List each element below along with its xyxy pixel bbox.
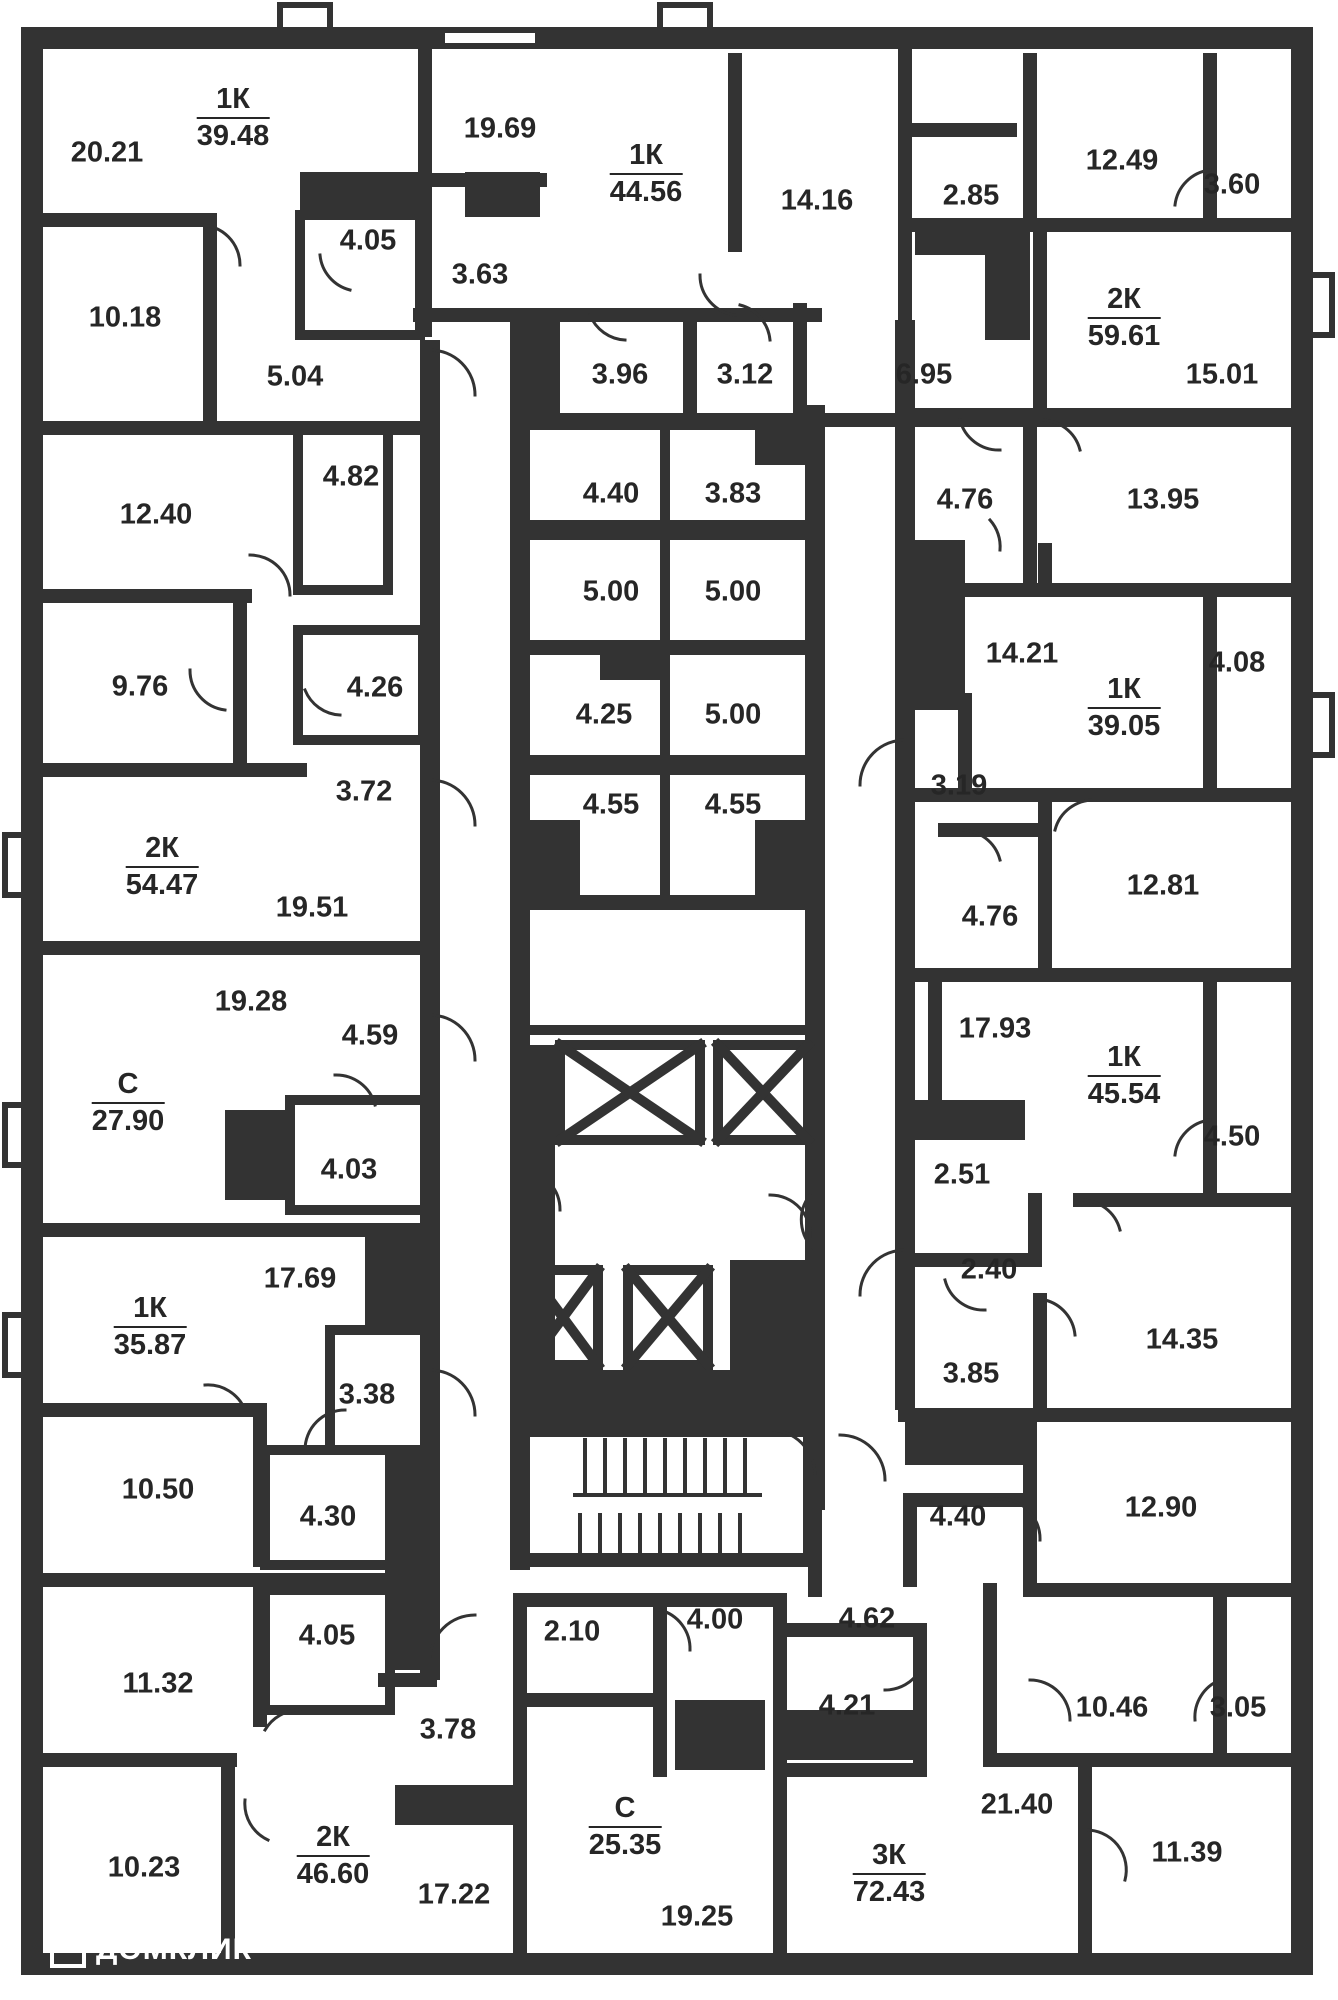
windows [2,2,1335,1967]
room-area: 4.40 [929,1500,987,1533]
room-area: 3.05 [1209,1691,1267,1724]
room-area: 4.05 [339,224,397,257]
room-area: 4.03 [320,1153,378,1186]
room-area: 4.05 [298,1619,356,1652]
storage-blocks [515,420,815,1035]
room-area: 19.51 [275,891,349,924]
room-area: 14.35 [1145,1323,1219,1356]
house-logo-icon [50,1931,86,1968]
room-area: 10.18 [88,301,162,334]
room-area: 10.23 [107,1851,181,1884]
room-area: 4.21 [818,1689,876,1722]
room-area: 11.32 [122,1667,194,1700]
solid-wall-blocks [225,172,1030,1825]
room-area: 3.12 [716,358,774,391]
room-area: 17.69 [263,1262,337,1295]
watermark: ДОМКЛИК [48,1930,252,1970]
room-area: 4.82 [322,460,380,493]
room-area: 12.40 [119,498,193,531]
right-partitions [513,543,1297,1971]
room-area: 3.78 [419,1713,477,1746]
room-area: 19.25 [660,1900,734,1933]
room-area: 9.76 [111,670,169,703]
room-area: 4.76 [961,900,1019,933]
watermark-text: ДОМКЛИК [96,1933,252,1966]
room-area: 15.01 [1185,358,1259,391]
room-area: 14.21 [985,637,1059,670]
room-area: 2.85 [942,179,1000,212]
room-area: 3.83 [704,477,762,510]
room-area: 3.63 [451,258,509,291]
room-area: 3.19 [930,769,988,802]
room-area: 10.50 [121,1473,195,1506]
room-area: 5.00 [582,575,640,608]
room-area: 4.00 [686,1603,744,1636]
room-area: 4.25 [575,698,633,731]
room-area: 20.21 [70,136,144,169]
room-area: 11.39 [1151,1836,1223,1869]
room-area: 4.55 [582,788,640,821]
room-area: 2.51 [933,1158,991,1191]
room-area: 3.96 [591,358,649,391]
room-area: 19.28 [214,985,288,1018]
room-area: 4.55 [704,788,762,821]
elevator-shafts [521,1037,816,1373]
room-area: 4.40 [582,477,640,510]
room-area: 17.93 [958,1012,1032,1045]
room-area: 2.10 [543,1615,601,1648]
left-partitions [25,213,437,1971]
room-area: 4.26 [346,671,404,704]
room-area: 12.81 [1126,869,1200,902]
room-area: 12.49 [1085,144,1159,177]
room-area: 5.04 [266,360,324,393]
room-area: 3.38 [338,1378,396,1411]
room-area: 4.76 [936,483,994,516]
room-area: 6.95 [895,358,953,391]
room-area: 4.50 [1203,1120,1261,1153]
room-area: 3.85 [942,1357,1000,1390]
staircase [513,1423,817,1567]
room-area: 21.40 [980,1788,1054,1821]
room-area: 13.95 [1126,483,1200,516]
room-area: 2.40 [960,1253,1018,1286]
room-area: 12.90 [1124,1491,1198,1524]
room-area: 4.62 [838,1602,896,1635]
room-area: 4.59 [341,1019,399,1052]
room-area: 19.69 [463,112,537,145]
room-area: 3.72 [335,775,393,808]
room-area: 3.60 [1203,168,1261,201]
room-area: 5.00 [704,698,762,731]
room-area: 17.22 [417,1878,491,1911]
room-area: 14.16 [780,184,854,217]
room-area: 4.08 [1208,646,1266,679]
room-area: 4.30 [299,1500,357,1533]
door-swings [188,168,1222,1882]
room-area: 5.00 [704,575,762,608]
room-area: 10.46 [1075,1691,1149,1724]
